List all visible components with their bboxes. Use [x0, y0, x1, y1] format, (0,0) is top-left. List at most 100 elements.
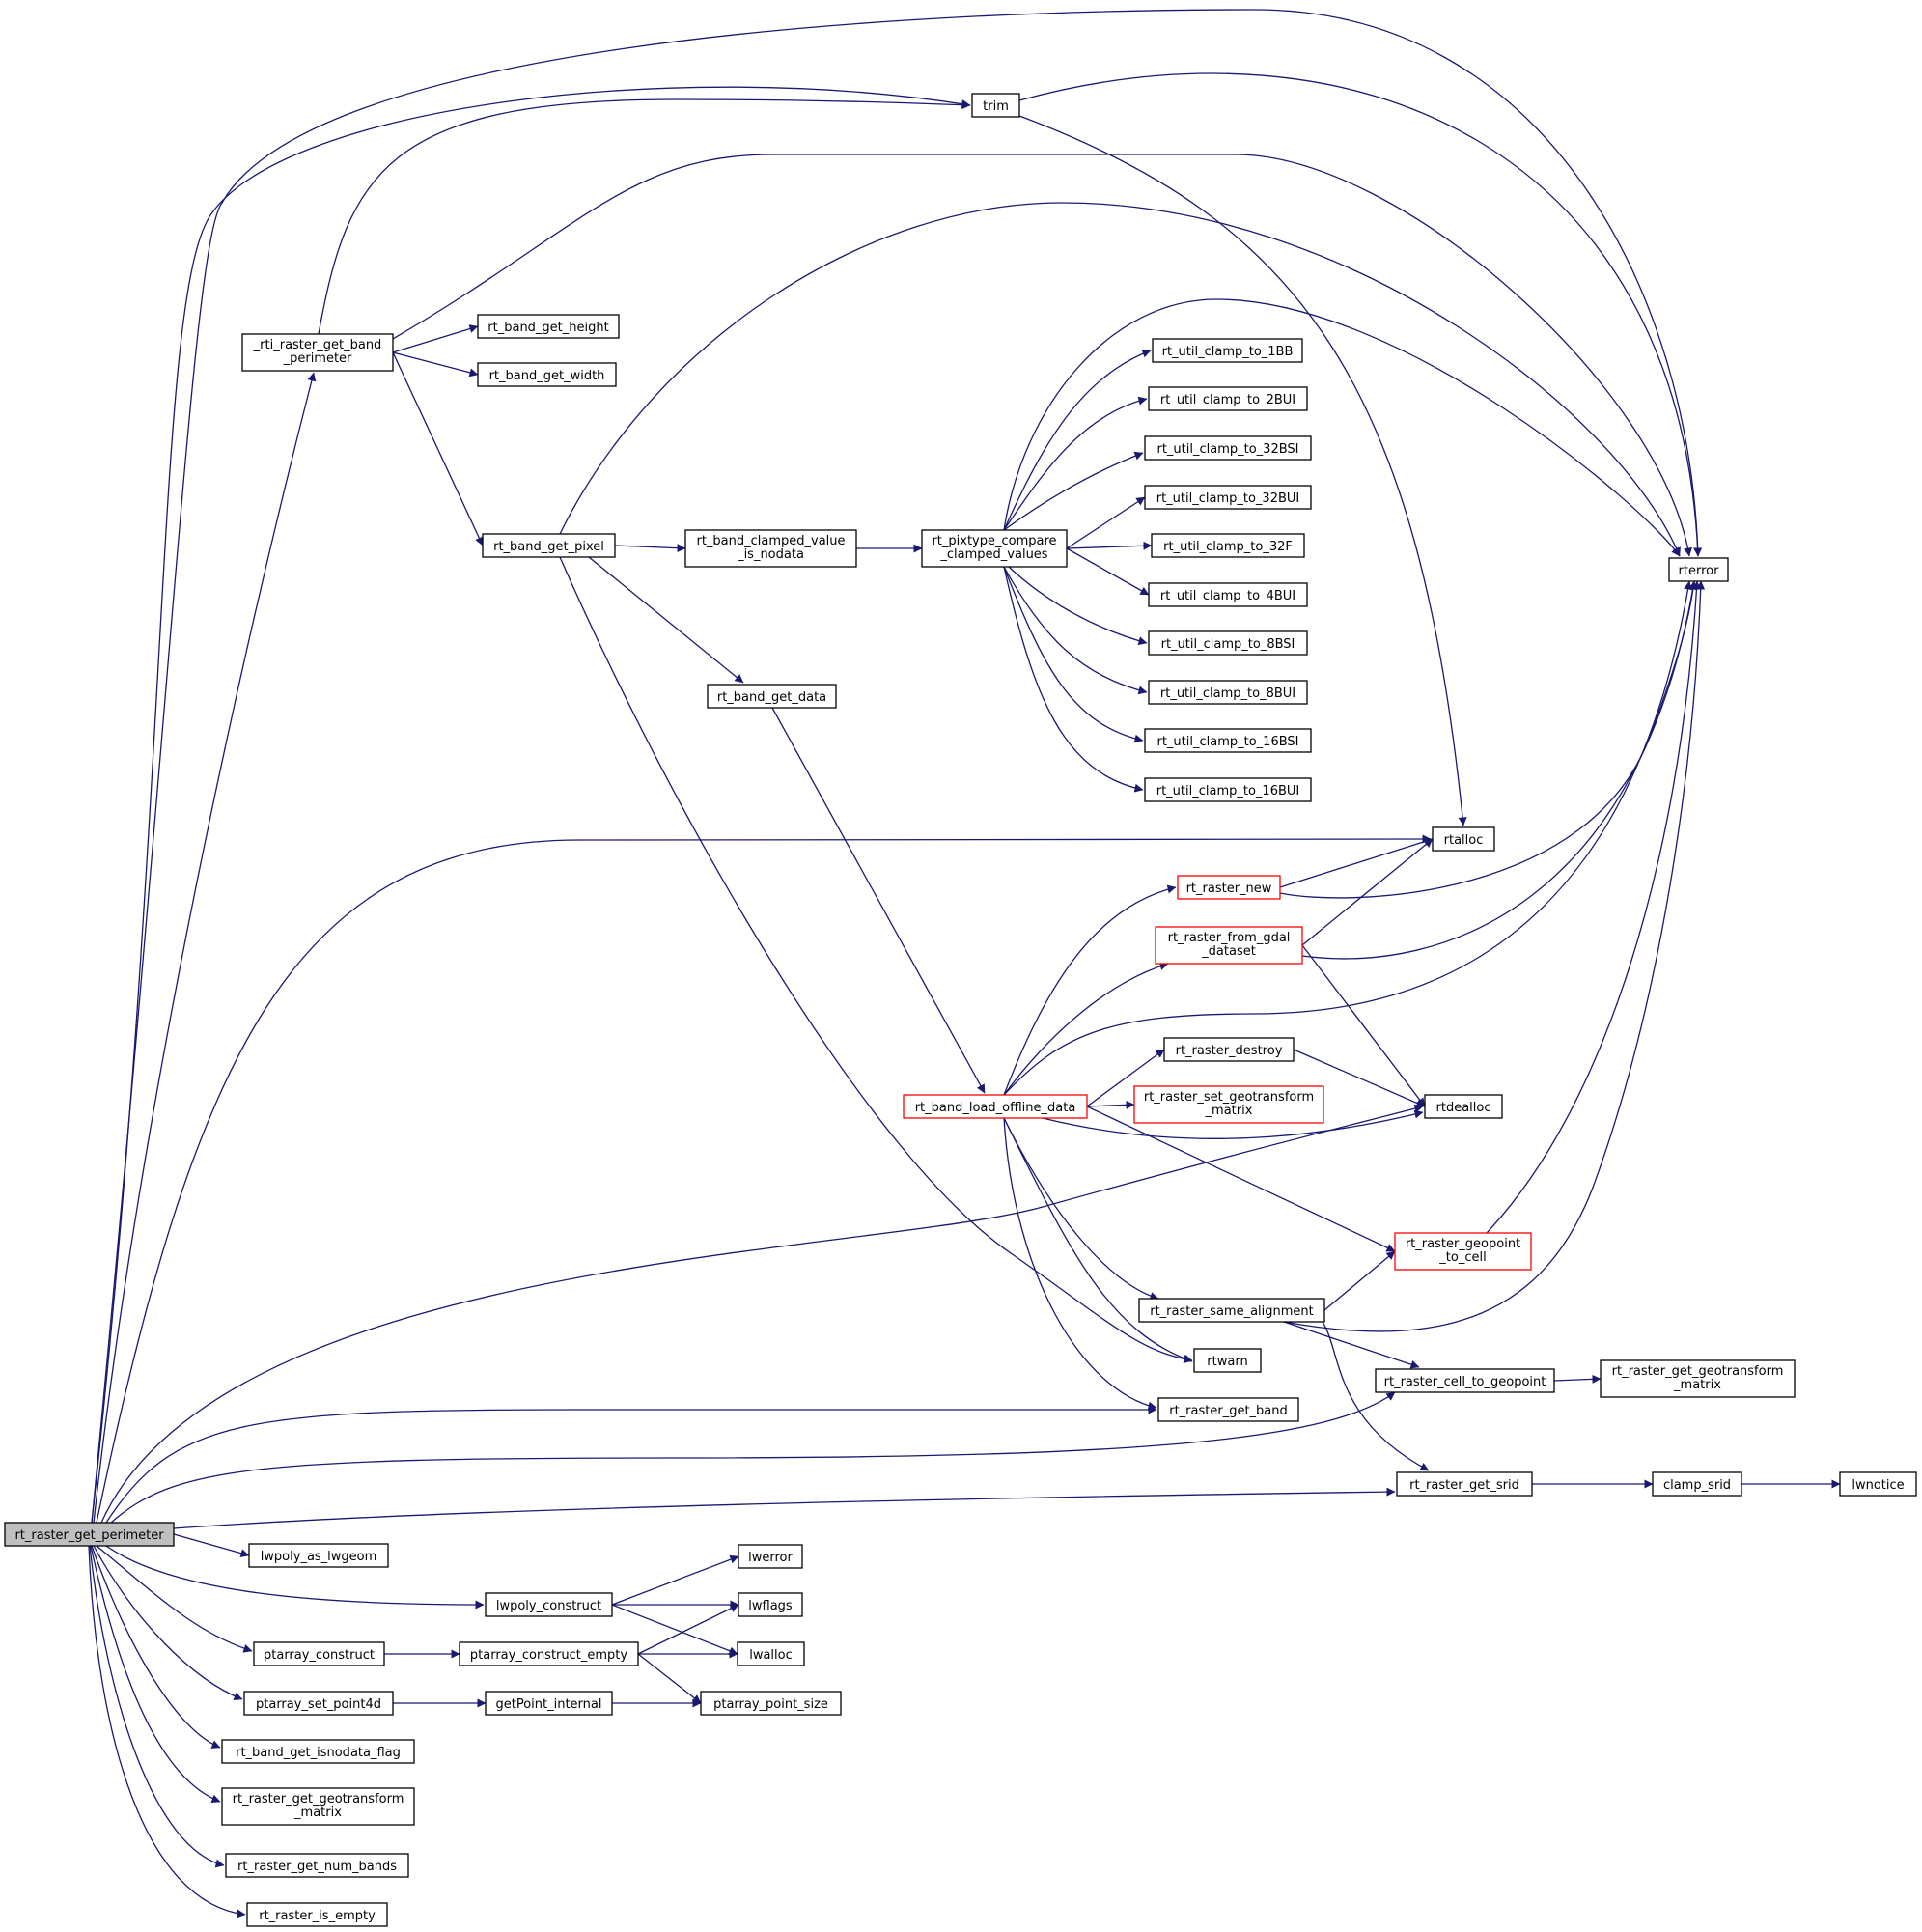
node-rt_band_get_pixel[interactable]: rt_band_get_pixel: [482, 533, 616, 558]
node-label: rt_util_clamp_to_8BUI: [1160, 686, 1295, 701]
node-lwerror[interactable]: lwerror: [738, 1544, 803, 1569]
node-rt_raster_set_geotransform_matrix[interactable]: rt_raster_set_geotransform_matrix: [1133, 1085, 1324, 1124]
edge-rt_pixtype_compare_clamped_values-to-clamp_32F: [1066, 541, 1153, 550]
node-rt_band_get_width[interactable]: rt_band_get_width: [477, 362, 617, 387]
node-box: [921, 529, 1068, 568]
node-label: lwnotice: [1852, 1478, 1904, 1493]
node-box: [1652, 1471, 1742, 1497]
edge-rt_raster_get_perimeter-to-rt_raster_get_geotransform_matrix_l: [90, 1545, 221, 1804]
node-lwpoly_as_lwgeom[interactable]: lwpoly_as_lwgeom: [248, 1543, 389, 1568]
node-rt_raster_get_num_bands[interactable]: rt_raster_get_num_bands: [225, 1853, 409, 1878]
node-ptarray_set_point4d[interactable]: ptarray_set_point4d: [243, 1691, 394, 1716]
node-clamp_1BB[interactable]: rt_util_clamp_to_1BB: [1152, 338, 1303, 363]
node-rt_pixtype_compare_clamped_values[interactable]: rt_pixtype_compare_clamped_values: [921, 529, 1068, 568]
node-clamp_srid[interactable]: clamp_srid: [1652, 1471, 1742, 1497]
node-label: _clamped_values: [939, 547, 1047, 562]
edge-rt_raster_get_perimeter-to-rt_raster_cell_to_geopoint: [110, 1391, 1396, 1524]
node-box: [737, 1641, 805, 1666]
edge-rt_band_load_offline_data-to-rterror: [1003, 580, 1693, 1096]
edge-rt_band_load_offline_data-to-rt_raster_same_alignment: [1003, 1117, 1159, 1301]
node-label: rtdealloc: [1436, 1101, 1491, 1115]
node-clamp_4BUI[interactable]: rt_util_clamp_to_4BUI: [1148, 582, 1308, 607]
node-box: [700, 1691, 842, 1716]
node-box: [1148, 386, 1308, 411]
edge-rt_band_load_offline_data-to-rtdealloc: [1042, 1109, 1424, 1139]
node-rt_band_get_isnodata_flag[interactable]: rt_band_get_isnodata_flag: [221, 1739, 415, 1764]
node-box: [1668, 557, 1729, 582]
node-label: rt_band_clamped_value: [696, 534, 845, 548]
node-rt_raster_get_srid[interactable]: rt_raster_get_srid: [1396, 1471, 1533, 1497]
node-clamp_2BUI[interactable]: rt_util_clamp_to_2BUI: [1148, 386, 1308, 411]
node-getPoint_internal[interactable]: getPoint_internal: [485, 1691, 613, 1716]
node-clamp_16BUI[interactable]: rt_util_clamp_to_16BUI: [1144, 777, 1312, 802]
node-lwpoly_construct[interactable]: lwpoly_construct: [485, 1592, 613, 1617]
edge-rt_pixtype_compare_clamped_values-to-clamp_1BB: [1003, 349, 1152, 531]
node-clamp_32F[interactable]: rt_util_clamp_to_32F: [1151, 533, 1305, 558]
edge-rt_band_get_pixel-to-rterror: [559, 202, 1681, 557]
edge-rt_raster_geopoint_to_cell-to-rterror: [1486, 580, 1701, 1234]
node-ptarray_point_size[interactable]: ptarray_point_size: [700, 1691, 842, 1716]
node-label: rt_raster_set_geotransform: [1144, 1090, 1314, 1105]
node-rt_raster_get_band[interactable]: rt_raster_get_band: [1157, 1397, 1299, 1422]
node-box: [485, 1592, 613, 1617]
node-rt_raster_is_empty[interactable]: rt_raster_is_empty: [246, 1902, 388, 1927]
edge-rt_pixtype_compare_clamped_values-to-clamp_16BSI: [1003, 566, 1144, 743]
node-rterror[interactable]: rterror: [1668, 557, 1729, 582]
node-lwalloc[interactable]: lwalloc: [737, 1641, 805, 1666]
node-rt_raster_get_geotransform_matrix_r[interactable]: rt_raster_get_geotransform_matrix: [1600, 1359, 1796, 1398]
edge-rt_raster_get_perimeter-to-ptarray_construct: [96, 1545, 253, 1653]
edge-rti_raster_get_band_perimeter-to-rt_band_get_pixel: [392, 351, 484, 546]
node-rt_band_get_height[interactable]: rt_band_get_height: [477, 314, 620, 339]
node-lwnotice[interactable]: lwnotice: [1839, 1471, 1917, 1497]
node-rtdealloc[interactable]: rtdealloc: [1424, 1094, 1503, 1119]
node-box: [707, 684, 837, 709]
node-ptarray_construct[interactable]: ptarray_construct: [253, 1641, 385, 1666]
node-rtalloc[interactable]: rtalloc: [1432, 826, 1495, 852]
edge-rt_raster_get_perimeter-to-lwpoly_as_lwgeom: [173, 1533, 250, 1558]
node-rti_raster_get_band_perimeter[interactable]: _rti_raster_get_band_perimeter: [241, 333, 394, 372]
edge-rt_band_get_pixel-to-rt_band_clamped_value_is_nodata: [614, 544, 686, 553]
node-rt_raster_get_geotransform_matrix_l[interactable]: rt_raster_get_geotransform_matrix: [221, 1787, 415, 1826]
node-rt_raster_get_perimeter[interactable]: rt_raster_get_perimeter: [4, 1522, 175, 1547]
node-rt_band_load_offline_data[interactable]: rt_band_load_offline_data: [903, 1094, 1088, 1119]
node-rt_raster_same_alignment[interactable]: rt_raster_same_alignment: [1138, 1298, 1325, 1323]
node-label: rt_band_get_isnodata_flag: [236, 1746, 401, 1760]
node-label: rt_raster_get_geotransform: [233, 1792, 404, 1806]
node-rt_raster_geopoint_to_cell[interactable]: rt_raster_geopoint_to_cell: [1394, 1232, 1532, 1271]
node-rt_raster_destroy[interactable]: rt_raster_destroy: [1163, 1037, 1295, 1062]
node-box: [1144, 728, 1312, 753]
node-clamp_16BSI[interactable]: rt_util_clamp_to_16BSI: [1144, 728, 1312, 753]
edge-rti_raster_get_band_perimeter-to-trim: [318, 98, 971, 335]
node-box: [1148, 630, 1308, 656]
node-ptarray_construct_empty[interactable]: ptarray_construct_empty: [459, 1641, 639, 1666]
node-rtwarn[interactable]: rtwarn: [1193, 1348, 1262, 1373]
node-rt_raster_from_gdal_dataset[interactable]: rt_raster_from_gdal_dataset: [1155, 926, 1303, 965]
node-trim[interactable]: trim: [971, 93, 1020, 118]
edge-rt_raster_new-to-rtalloc: [1279, 837, 1434, 888]
node-label: rt_util_clamp_to_32BUI: [1156, 491, 1300, 506]
edge-rt_raster_get_perimeter-to-rti_raster_get_band_perimeter: [93, 372, 317, 1524]
node-clamp_32BUI[interactable]: rt_util_clamp_to_32BUI: [1144, 485, 1312, 510]
node-clamp_8BUI[interactable]: rt_util_clamp_to_8BUI: [1148, 680, 1308, 705]
node-clamp_32BSI[interactable]: rt_util_clamp_to_32BSI: [1144, 435, 1312, 461]
node-label: rt_raster_is_empty: [259, 1909, 376, 1923]
edge-rt_raster_same_alignment-to-rt_raster_cell_to_geopoint: [1283, 1321, 1420, 1369]
node-lwflags[interactable]: lwflags: [738, 1592, 803, 1617]
node-rt_raster_new[interactable]: rt_raster_new: [1177, 875, 1281, 900]
node-rt_raster_cell_to_geopoint[interactable]: rt_raster_cell_to_geopoint: [1375, 1368, 1555, 1393]
node-label: rt_raster_get_perimeter: [14, 1528, 164, 1543]
edge-rt_raster_from_gdal_dataset-to-rtdealloc: [1301, 944, 1426, 1107]
node-box: [248, 1543, 389, 1568]
node-label: rt_util_clamp_to_4BUI: [1160, 589, 1295, 603]
node-box: [477, 362, 617, 387]
edge-rt_band_load_offline_data-to-rt_raster_geopoint_to_cell: [1086, 1106, 1396, 1252]
edge-trim-to-rterror: [1018, 72, 1703, 557]
edge-lwpoly_construct-to-lwalloc: [611, 1604, 738, 1656]
node-label: _dataset: [1201, 944, 1256, 959]
node-rt_band_clamped_value_is_nodata[interactable]: rt_band_clamped_value_is_nodata: [684, 529, 857, 568]
edge-rt_raster_get_perimeter-to-rtalloc: [96, 834, 1432, 1524]
node-label: rt_raster_from_gdal: [1168, 931, 1291, 945]
node-rt_band_get_data[interactable]: rt_band_get_data: [707, 684, 837, 709]
node-label: rt_raster_cell_to_geopoint: [1384, 1375, 1546, 1389]
node-clamp_8BSI[interactable]: rt_util_clamp_to_8BSI: [1148, 630, 1308, 656]
